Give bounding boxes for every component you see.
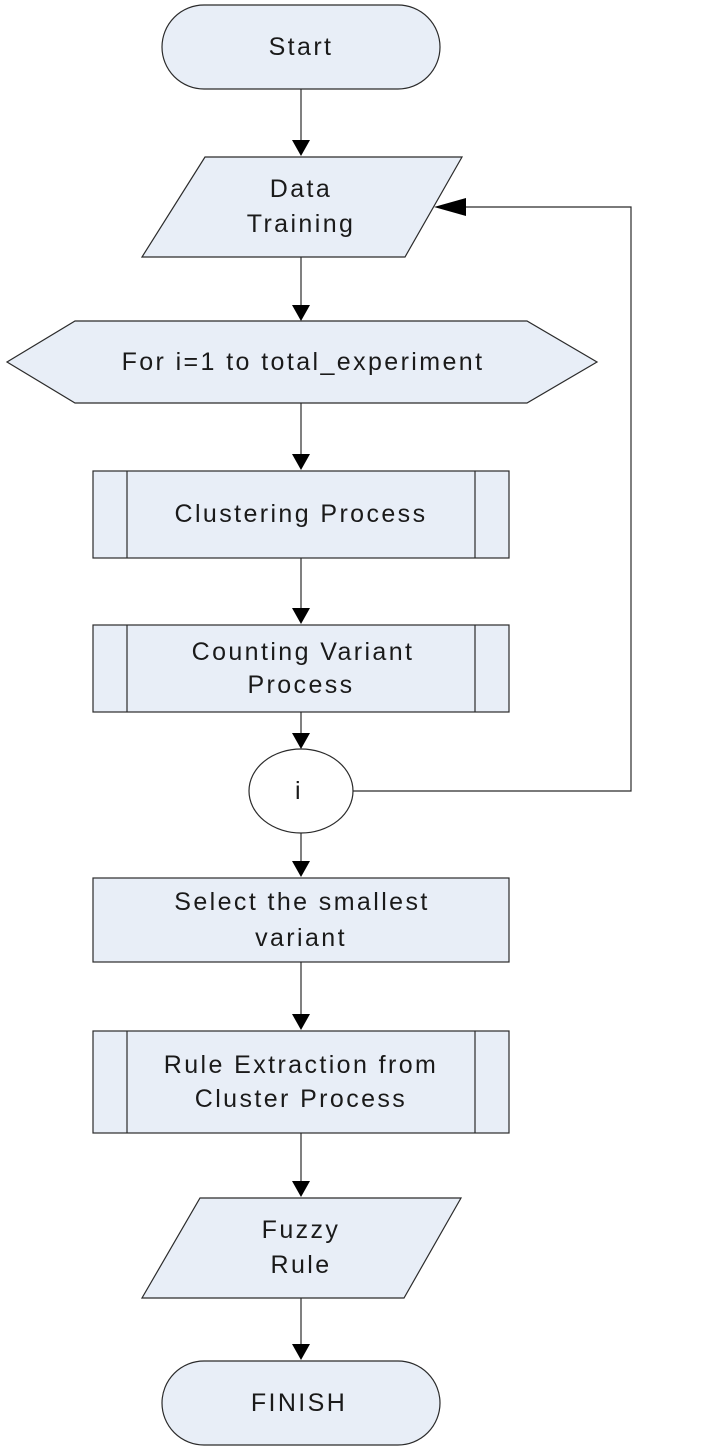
- rule-extraction-label-line2: Cluster Process: [195, 1085, 407, 1113]
- start-terminator: Start: [161, 4, 441, 90]
- loop-connector: i: [248, 748, 354, 834]
- finish-label: FINISH: [251, 1389, 347, 1417]
- arrow-fuzzy-rule-to-finish: [292, 1298, 310, 1360]
- arrow-clustering-to-counting: [292, 558, 310, 624]
- loop-connector-label: i: [295, 777, 303, 805]
- arrow-rule-extraction-to-fuzzy-rule: [292, 1133, 310, 1197]
- data-training-input: Data Training: [140, 156, 464, 258]
- data-training-label-line2: Training: [247, 210, 356, 238]
- loop-label: For i=1 to total_experiment: [122, 348, 485, 376]
- arrow-counting-to-connector: [292, 712, 310, 749]
- clustering-process-label: Clustering Process: [174, 500, 427, 528]
- data-training-label-line1: Data: [270, 175, 332, 203]
- counting-variant-label-line1: Counting Variant: [192, 638, 415, 666]
- arrow-loop-back-to-data-training: [353, 198, 632, 792]
- select-smallest-variant-process: Select the smallest variant: [92, 877, 510, 963]
- arrow-connector-to-select: [292, 833, 310, 877]
- fuzzy-rule-label-line1: Fuzzy: [262, 1216, 341, 1244]
- arrow-select-to-rule-extraction: [292, 962, 310, 1030]
- loop-preparation: For i=1 to total_experiment: [5, 320, 599, 404]
- finish-terminator: FINISH: [161, 1360, 441, 1446]
- clustering-process: Clustering Process: [92, 470, 510, 559]
- arrow-start-to-data-training: [292, 89, 310, 156]
- arrow-data-training-to-loop: [292, 257, 310, 321]
- arrow-loop-to-clustering: [292, 403, 310, 470]
- fuzzy-rule-label-line2: Rule: [270, 1251, 331, 1279]
- fuzzy-rule-output: Fuzzy Rule: [140, 1197, 463, 1299]
- counting-variant-label-line2: Process: [247, 671, 354, 699]
- select-smallest-label-line2: variant: [255, 924, 347, 952]
- counting-variant-process: Counting Variant Process: [92, 624, 510, 713]
- rule-extraction-process: Rule Extraction from Cluster Process: [92, 1030, 510, 1134]
- rule-extraction-label-line1: Rule Extraction from: [164, 1051, 438, 1079]
- start-label: Start: [269, 33, 334, 61]
- select-smallest-label-line1: Select the smallest: [174, 888, 429, 916]
